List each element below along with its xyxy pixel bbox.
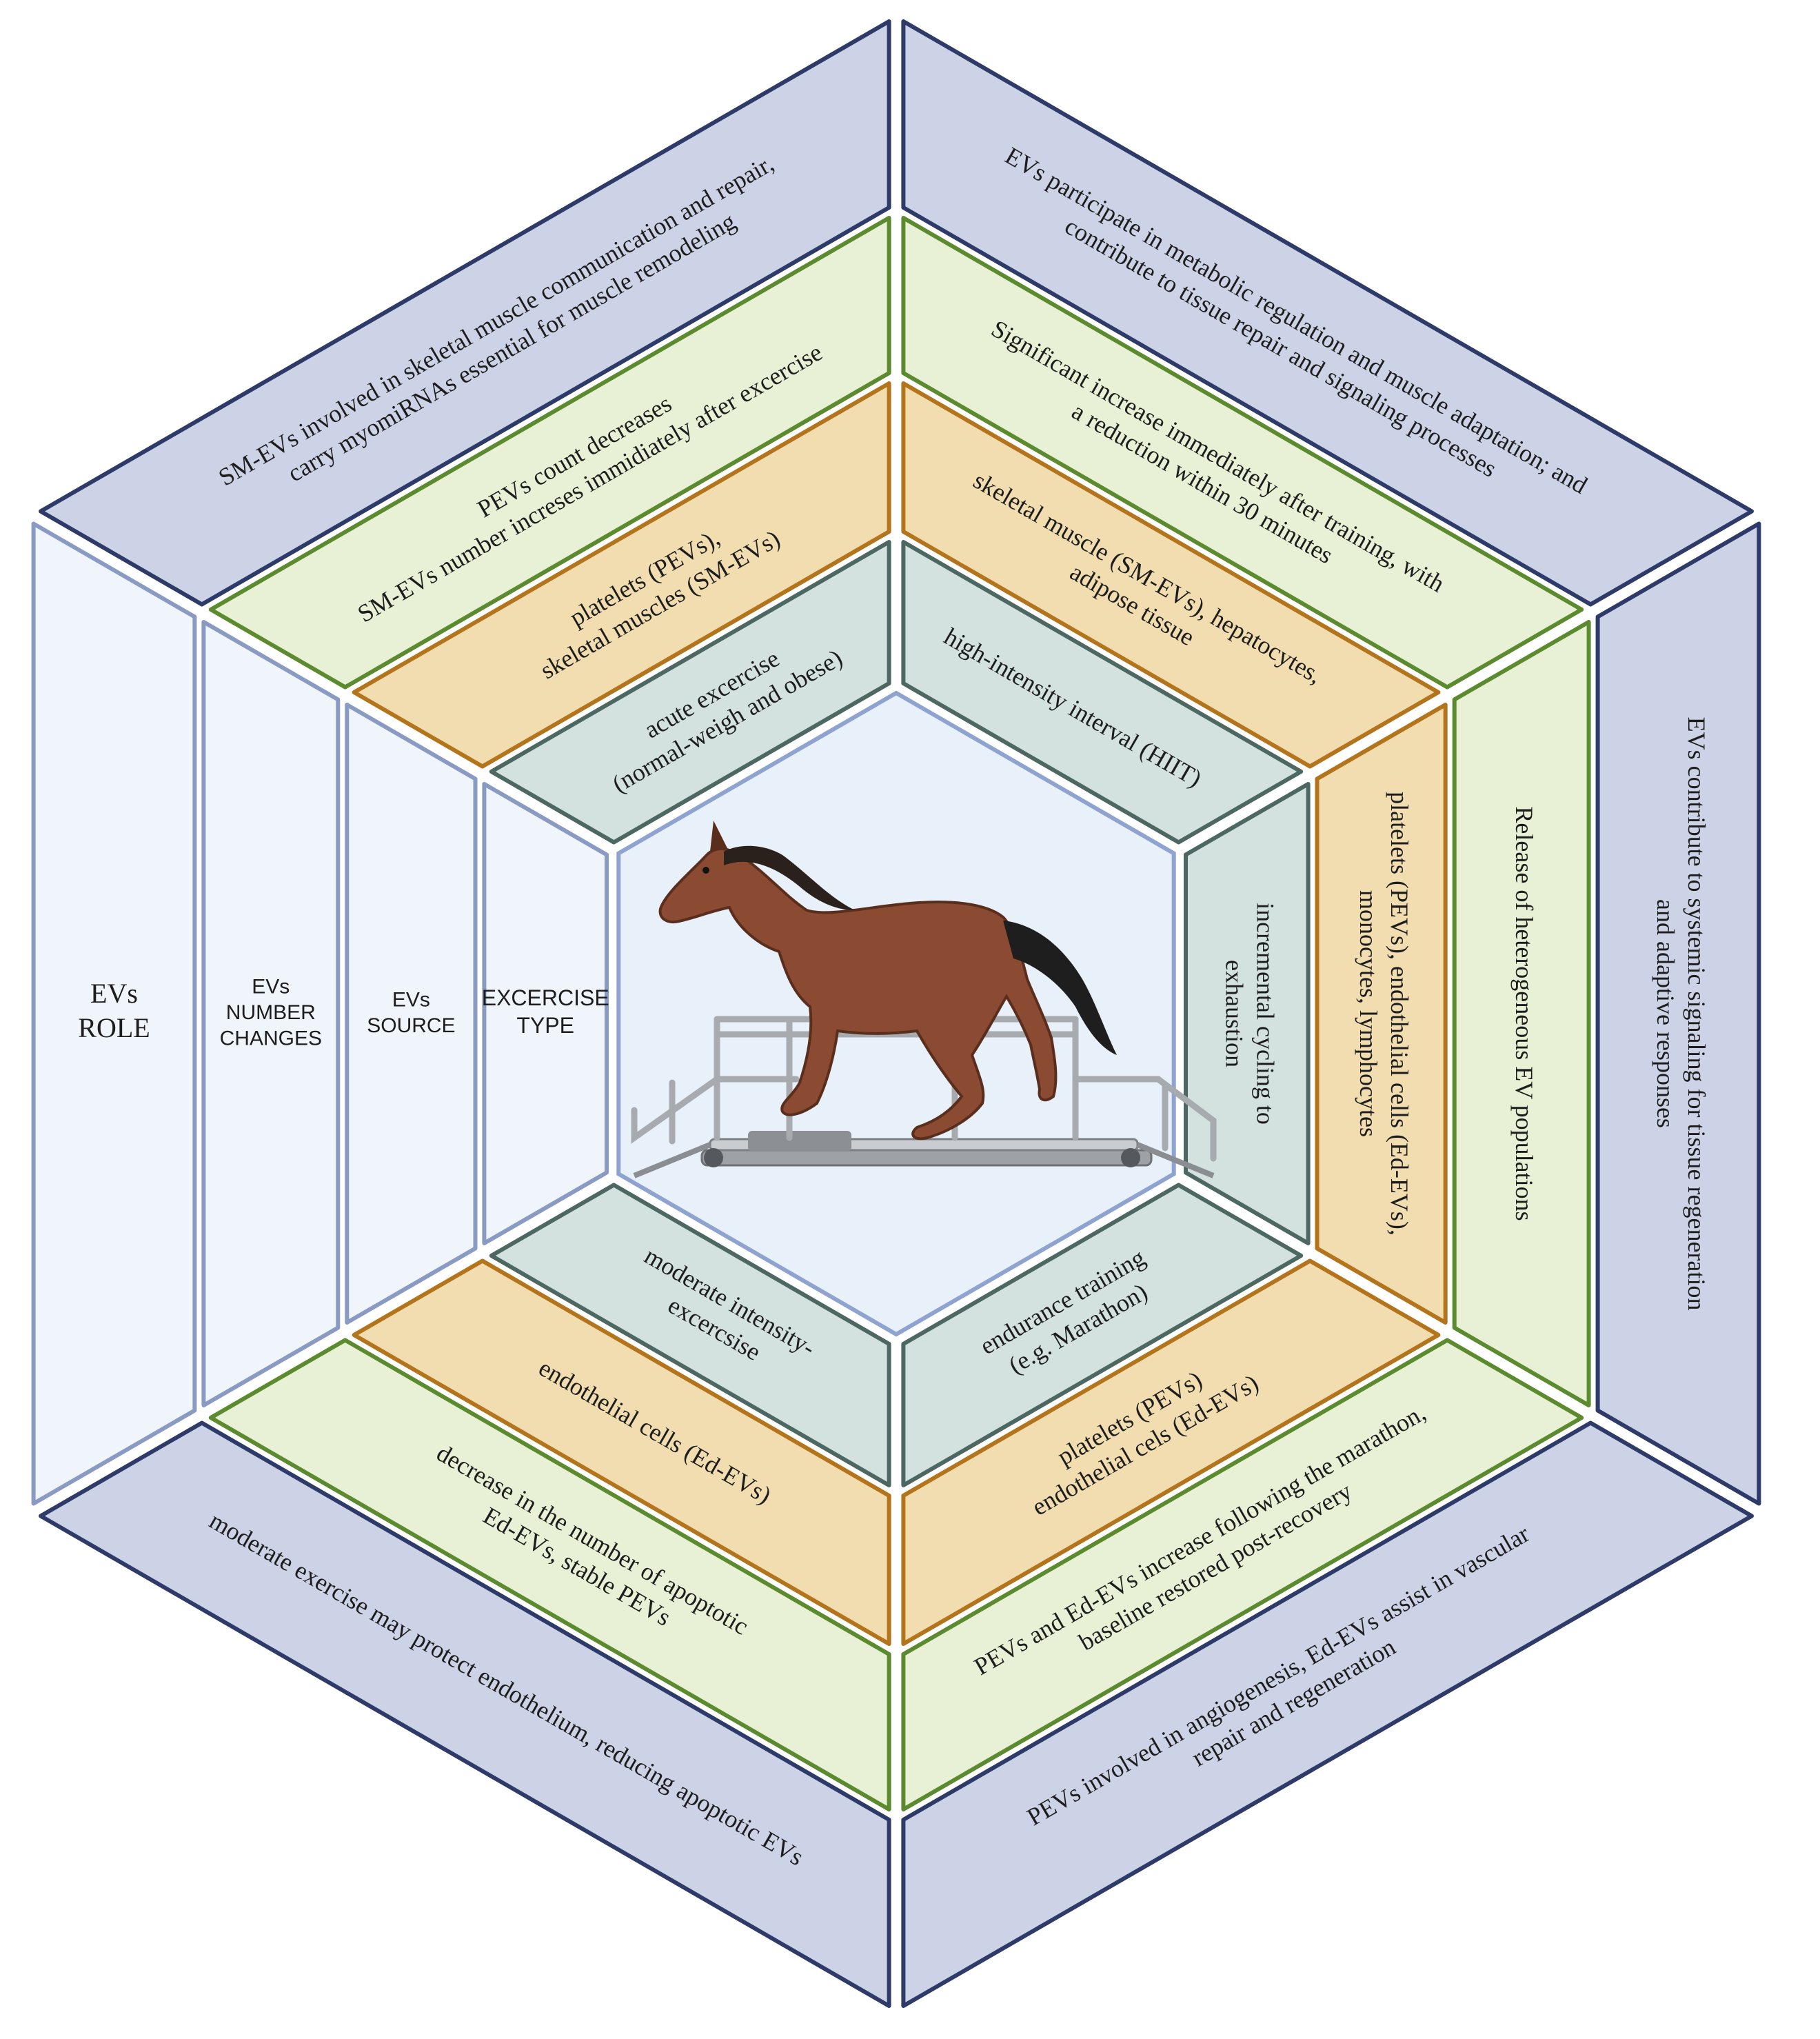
source-segment-2: skeletal muscle (SM-EVs), hepatocytes,ad… xyxy=(901,381,1441,769)
header-type: EXCERCISE TYPE xyxy=(482,782,609,1245)
header-line: EVs xyxy=(90,978,138,1009)
source-segment-shape xyxy=(901,381,1441,769)
header-line: NUMBER xyxy=(226,1001,316,1024)
role-segment-3: EVs contribute to systemic signaling for… xyxy=(1595,521,1761,1506)
source-segment-shape xyxy=(352,381,891,769)
role-segment-shape xyxy=(901,19,1754,607)
role-segment-shape xyxy=(39,1420,891,2008)
number-segment-shape xyxy=(1452,620,1591,1407)
source-segment-3: platelets (PEVs), endothelial cells (Ed-… xyxy=(1315,703,1448,1325)
type-segment-line: incremental cycling to xyxy=(1251,903,1279,1125)
role-segment-line: EVs contribute to systemic signaling for… xyxy=(1683,717,1710,1311)
type-segment-shape xyxy=(489,540,891,845)
number-segment-shape xyxy=(901,216,1584,690)
type-segment-shape xyxy=(489,1183,891,1487)
header-line: EVs xyxy=(252,975,290,998)
header-line: TYPE xyxy=(516,1013,574,1038)
source-segment-text: platelets (PEVs), endothelial cells (Ed-… xyxy=(1355,792,1413,1236)
number-segment-shape xyxy=(208,216,891,690)
header-type-label: EXCERCISE TYPE xyxy=(482,985,609,1038)
type-segment-line: exhaustion xyxy=(1220,960,1248,1067)
header-role-shape xyxy=(31,521,197,1506)
type-segment-text: incremental cycling toexhaustion xyxy=(1220,903,1279,1125)
header-type-shape xyxy=(482,782,609,1245)
number-segment-3: Release of heterogeneous EV populations xyxy=(1452,620,1591,1407)
role-segment-shape xyxy=(901,1420,1754,2008)
header-line: ROLE xyxy=(78,1012,150,1043)
header-line: CHANGES xyxy=(220,1027,322,1049)
header-number-shape xyxy=(201,620,341,1407)
source-segment-line: monocytes, lymphocytes xyxy=(1355,890,1382,1137)
source-segment-shape xyxy=(1315,703,1448,1325)
source-segment-1: platelets (PEVs),skeletal muscles (SM-EV… xyxy=(352,381,891,769)
role-segment-text: EVs contribute to systemic signaling for… xyxy=(1652,717,1710,1311)
center-panel xyxy=(616,690,1217,1337)
number-segment-shape xyxy=(901,1338,1584,1811)
source-segment-shape xyxy=(352,1258,891,1646)
number-segment-shape xyxy=(208,1338,891,1811)
header-line: SOURCE xyxy=(367,1014,455,1037)
horse-on-treadmill-icon xyxy=(631,821,1217,1178)
header-line: EVs xyxy=(392,988,430,1011)
number-segment-text: Release of heterogeneous EV populations xyxy=(1510,806,1538,1221)
number-segment-line: Release of heterogeneous EV populations xyxy=(1510,806,1538,1221)
type-segment-shape xyxy=(901,1183,1304,1487)
source-segment-line: platelets (PEVs), endothelial cells (Ed-… xyxy=(1386,792,1413,1236)
type-segment-shape xyxy=(901,540,1304,845)
header-source-shape xyxy=(345,703,478,1325)
header-line: EXCERCISE xyxy=(482,985,609,1010)
role-segment-shape xyxy=(1595,521,1761,1506)
type-segment-5: moderate intensity-excercsise xyxy=(489,1183,891,1487)
role-segment-shape xyxy=(39,19,891,607)
role-segment-line: and adaptive responses xyxy=(1652,899,1679,1128)
source-segment-shape xyxy=(901,1258,1441,1646)
